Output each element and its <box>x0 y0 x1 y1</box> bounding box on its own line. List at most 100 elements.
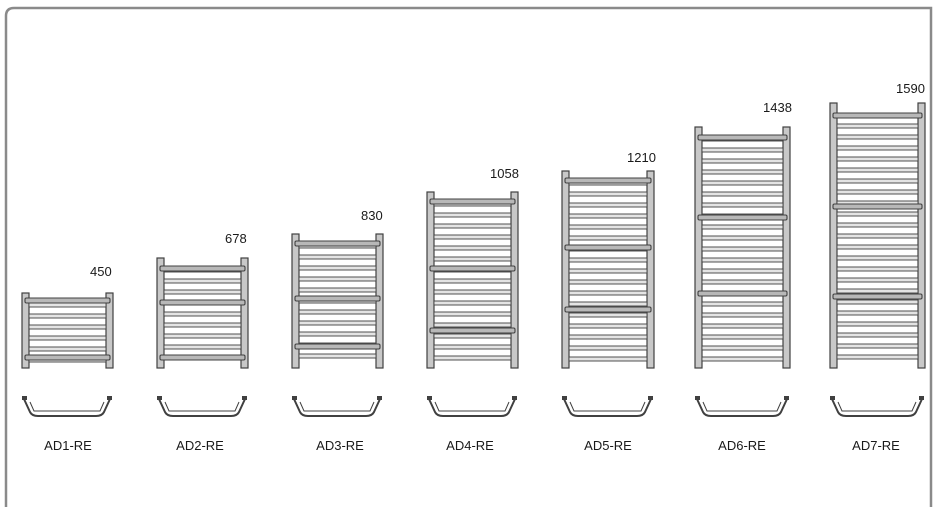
radiator-post-left <box>561 170 570 369</box>
radiator-rail <box>701 301 784 307</box>
radiator-collector-bar <box>294 343 381 350</box>
radiator-plan-inner <box>299 401 375 412</box>
radiator-plan-mount-right <box>512 396 517 400</box>
radiator-rail <box>701 323 784 329</box>
radiator-rail <box>836 233 919 239</box>
radiator-height-label: 1590 <box>896 81 925 96</box>
radiator-rail <box>433 212 512 218</box>
radiator-rail <box>836 134 919 140</box>
radiator-plan-mount-right <box>242 396 247 400</box>
radiator-model-label: AD3-RE <box>316 438 364 453</box>
radiator-post-left <box>21 292 30 369</box>
radiator-collector-bar <box>159 299 246 306</box>
radiator-rail <box>836 299 919 305</box>
radiator-rail <box>28 302 107 308</box>
radiator-rail <box>298 331 377 337</box>
radiator-post-right <box>646 170 655 369</box>
radiator-collector-bar <box>564 306 652 313</box>
radiator-rail <box>433 234 512 240</box>
radiator-rail <box>298 287 377 293</box>
radiator-rail <box>568 334 648 340</box>
radiator-rail <box>433 322 512 328</box>
radiator-rail <box>163 278 242 284</box>
radiator-rail <box>298 353 377 359</box>
radiator-plan-mount-left <box>695 396 700 400</box>
radiator-plan-mount-right <box>648 396 653 400</box>
radiator-model-label: AD4-RE <box>446 438 494 453</box>
radiator-rail <box>836 244 919 250</box>
radiator-plan-mount-left <box>830 396 835 400</box>
radiator-rail <box>568 279 648 285</box>
radiator-rail <box>298 254 377 260</box>
radiator-collector-bar <box>24 354 111 361</box>
radiator-rail <box>836 189 919 195</box>
radiator-plan-view <box>696 398 788 417</box>
radiator-rail <box>433 311 512 317</box>
radiator-rail <box>701 169 784 175</box>
radiator-plan-view <box>158 398 246 417</box>
radiator-plan-inner <box>837 401 917 412</box>
radiator-rail <box>836 343 919 349</box>
radiator-model-label: AD1-RE <box>44 438 92 453</box>
radiator-collector-bar <box>159 354 246 361</box>
radiator-rail <box>836 288 919 294</box>
radiator-rail <box>836 178 919 184</box>
radiator-collector-bar <box>832 203 923 210</box>
radiator-collector-bar <box>697 134 788 141</box>
radiator-rail <box>836 211 919 217</box>
radiator-height-label: 1210 <box>627 150 656 165</box>
panel-border <box>4 6 933 507</box>
radiator-post-right <box>782 126 791 369</box>
radiator-rail <box>701 312 784 318</box>
radiator-post-left <box>829 102 838 369</box>
radiator-rail <box>568 224 648 230</box>
radiator-rail <box>433 245 512 251</box>
radiator-rail <box>28 335 107 341</box>
radiator-rail <box>701 257 784 263</box>
radiator-model-label: AD7-RE <box>852 438 900 453</box>
radiator-height-label: 1438 <box>763 100 792 115</box>
radiator-rail <box>701 356 784 362</box>
radiator-post-right <box>240 257 249 369</box>
radiator-height-label: 830 <box>361 208 383 223</box>
radiator-rail <box>701 180 784 186</box>
radiator-post-left <box>694 126 703 369</box>
radiator-rail <box>701 147 784 153</box>
radiator-collector-bar <box>697 214 788 221</box>
radiator-collector-bar <box>294 295 381 302</box>
radiator-plan-mount-left <box>427 396 432 400</box>
radiator-plan-mount-right <box>107 396 112 400</box>
radiator-rail <box>433 344 512 350</box>
radiator-post-right <box>105 292 114 369</box>
radiator-collector-bar <box>832 112 923 119</box>
radiator-plan-view <box>831 398 923 417</box>
radiator-rail <box>433 333 512 339</box>
radiator-rail <box>701 279 784 285</box>
radiator-rail <box>28 346 107 352</box>
radiator-rail <box>701 235 784 241</box>
radiator-rail <box>163 333 242 339</box>
radiator-plan-inner <box>569 401 646 412</box>
radiator-collector-bar <box>564 244 652 251</box>
radiator-collector-bar <box>294 240 381 247</box>
radiator-post-left <box>156 257 165 369</box>
radiator-collector-bar <box>24 297 111 304</box>
radiator-plan-mount-right <box>919 396 924 400</box>
radiator-rail <box>298 320 377 326</box>
radiator-rail <box>433 289 512 295</box>
radiator-rail <box>568 257 648 263</box>
radiator-rail <box>568 268 648 274</box>
radiator-collector-bar <box>564 177 652 184</box>
radiator-rail <box>568 202 648 208</box>
radiator-height-label: 1058 <box>490 166 519 181</box>
radiator-rail <box>163 289 242 295</box>
radiator-rail <box>433 278 512 284</box>
radiator-collector-bar <box>429 198 516 205</box>
radiator-rail <box>568 356 648 362</box>
radiator-model-label: AD5-RE <box>584 438 632 453</box>
